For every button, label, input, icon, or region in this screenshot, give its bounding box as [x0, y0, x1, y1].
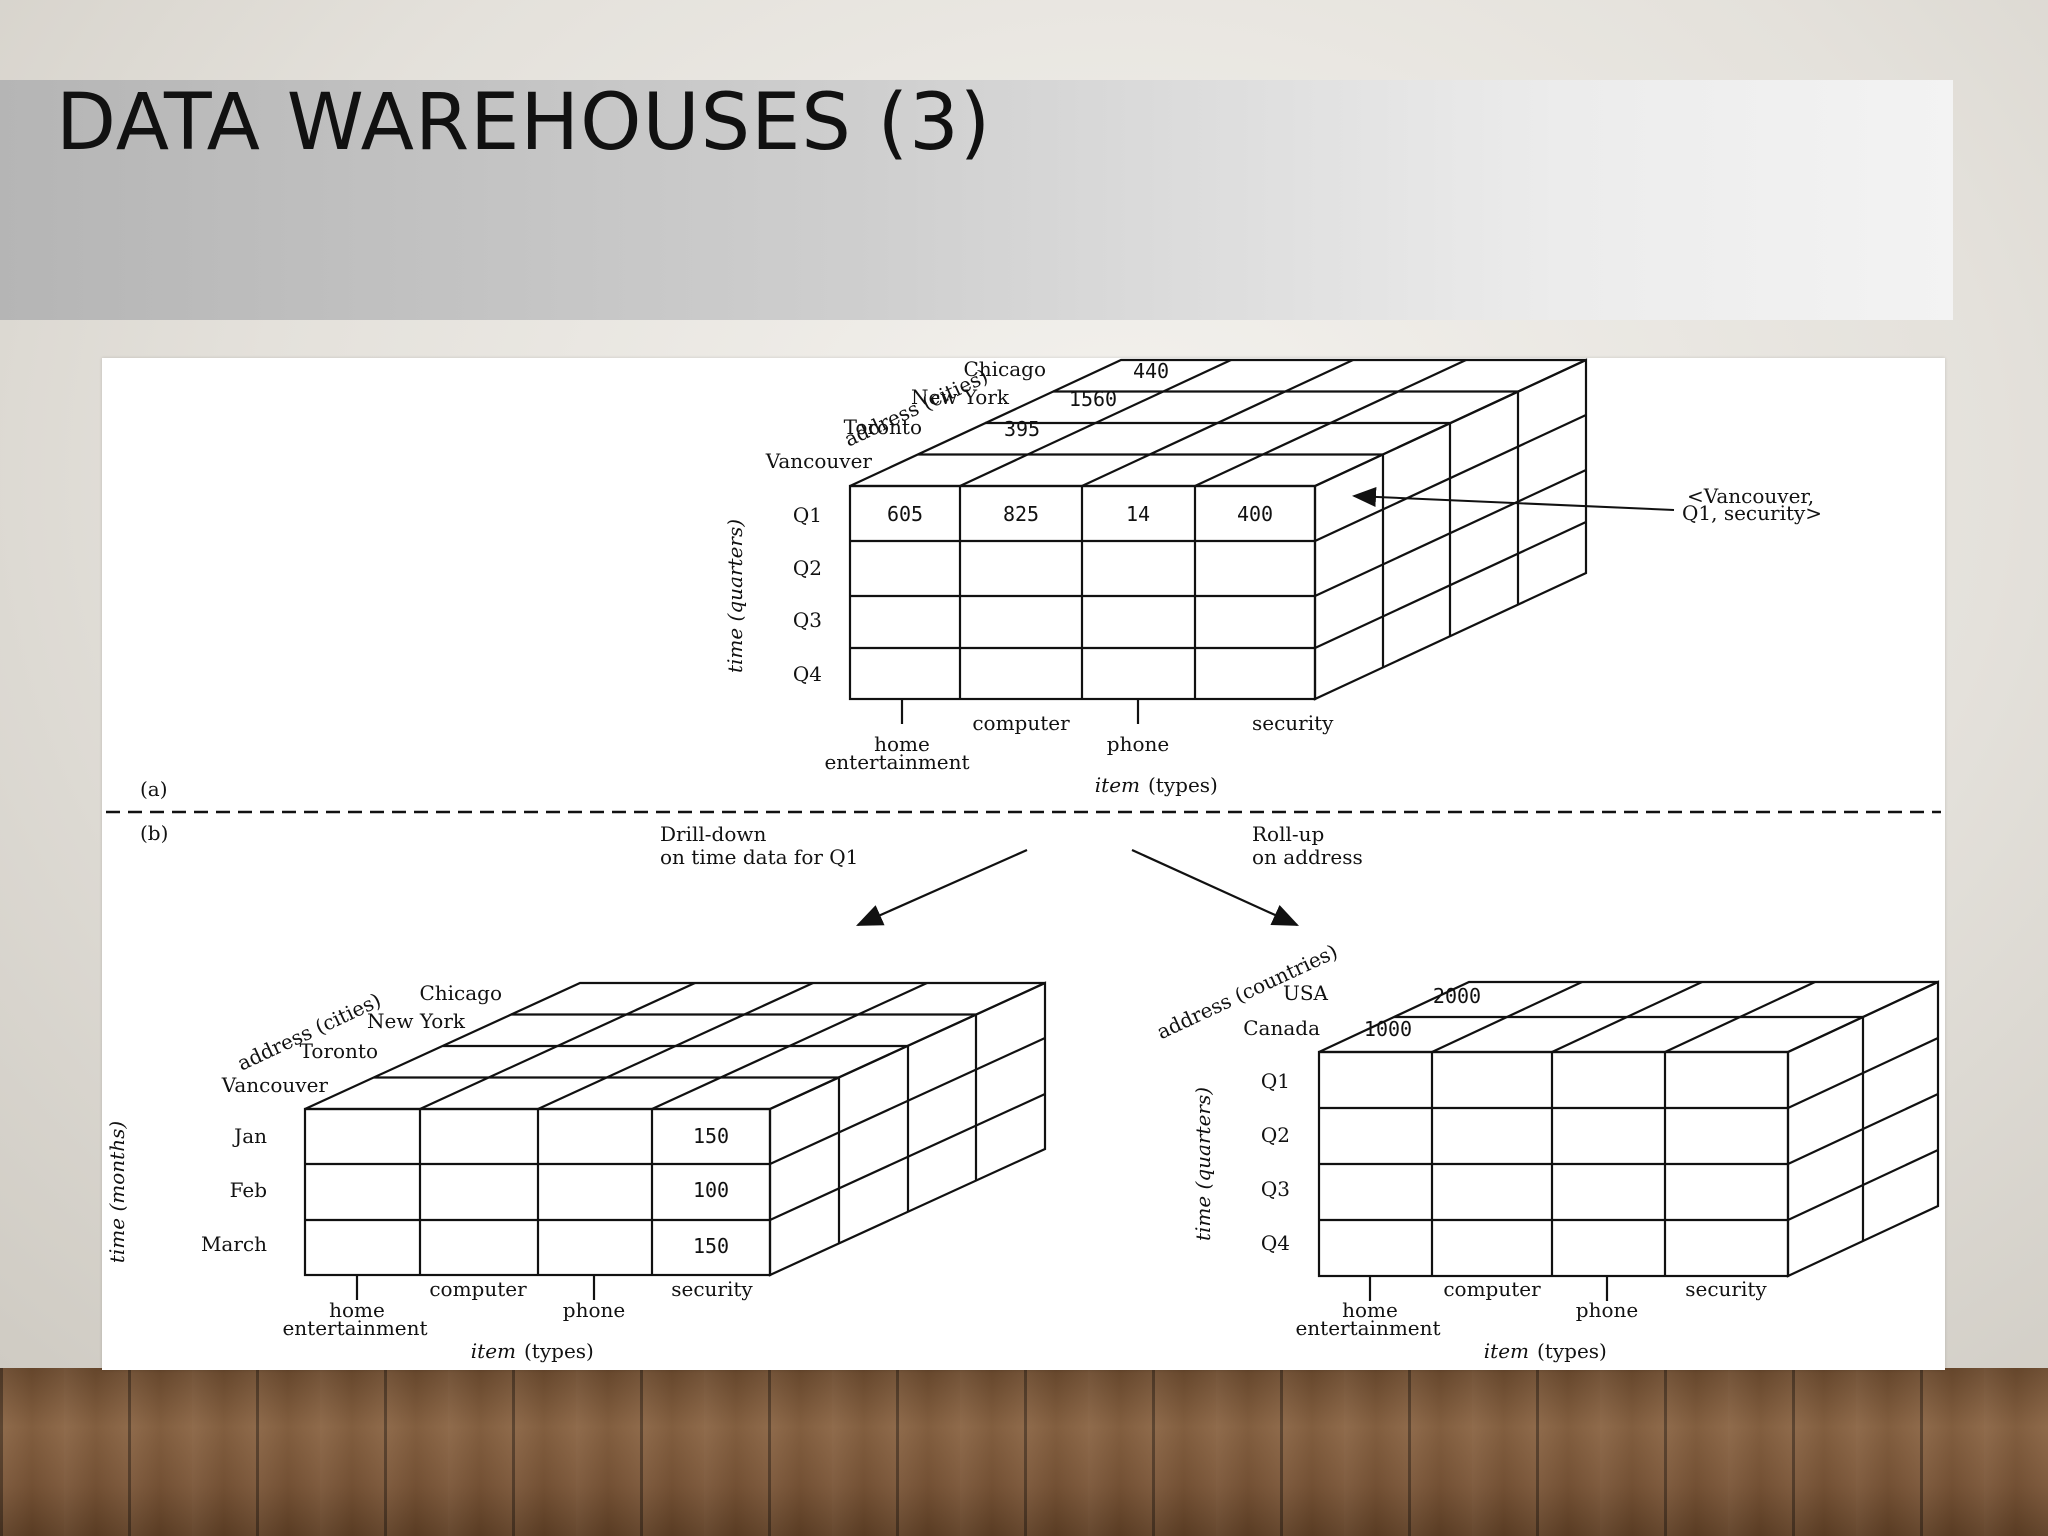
drill-cube-right-grid: [769, 1014, 1046, 1244]
drill-cube-front-grid: [305, 1109, 770, 1275]
drill-item-phone: phone: [563, 1298, 625, 1322]
drill-item-axis-unit: (types): [524, 1339, 594, 1363]
rollup-item-entertainment: entertainment: [1295, 1316, 1440, 1340]
drill-down-label-line2: on time data for Q1: [660, 845, 858, 869]
rollup-cube-front-grid: [1319, 1052, 1788, 1276]
data-cube-figure: address (cities) Chicago New York Toront…: [102, 358, 1945, 1370]
drill-item-computer: computer: [429, 1277, 527, 1301]
roll-up-cube: [1317, 980, 1940, 1301]
drill-city-new-york: New York: [367, 1009, 466, 1033]
main-time-q3: Q3: [793, 608, 822, 632]
main-q1-phone-value: 14: [1126, 502, 1150, 526]
drill-feb-security-value: 100: [693, 1178, 729, 1202]
rollup-time-q1: Q1: [1261, 1069, 1290, 1093]
main-cube: [848, 358, 1588, 724]
rollup-value-canada: 1000: [1364, 1017, 1412, 1041]
drill-item-entertainment: entertainment: [282, 1316, 427, 1340]
drill-down-arrow: [855, 848, 1028, 927]
drill-city-toronto: Toronto: [300, 1039, 378, 1063]
callout-arrow: [1352, 486, 1675, 511]
drill-down-cube: [303, 981, 1047, 1300]
roll-up-arrow: [1131, 848, 1300, 927]
drill-city-chicago: Chicago: [419, 981, 502, 1005]
main-item-entertainment: entertainment: [824, 750, 969, 774]
main-time-q1: Q1: [793, 503, 822, 527]
main-cube-right-face: [1313, 358, 1588, 701]
rollup-item-computer: computer: [1443, 1277, 1541, 1301]
main-q1-computer-value: 825: [1003, 502, 1039, 526]
drill-march-security-value: 150: [693, 1234, 729, 1258]
main-city-toronto: Toronto: [844, 415, 922, 439]
title-band: [0, 80, 1953, 320]
drill-city-vancouver: Vancouver: [221, 1073, 329, 1097]
main-value-new-york: 1560: [1069, 387, 1117, 411]
rollup-time-q3: Q3: [1261, 1177, 1290, 1201]
main-time-axis-label: time (quarters): [723, 519, 747, 673]
main-value-chicago: 440: [1133, 359, 1169, 383]
drill-cube-top-grid: [374, 981, 976, 1111]
main-city-chicago: Chicago: [963, 358, 1046, 381]
rollup-time-axis-label: time (quarters): [1191, 1087, 1215, 1241]
main-value-toronto: 395: [1004, 417, 1040, 441]
rollup-cube-right-face: [1786, 980, 1940, 1278]
main-item-axis-word: item: [1095, 773, 1140, 797]
main-item-phone: phone: [1107, 732, 1169, 756]
main-time-q4: Q4: [793, 662, 822, 686]
drill-time-march: March: [201, 1232, 267, 1256]
drill-item-home: home: [329, 1298, 385, 1322]
main-item-computer: computer: [972, 711, 1070, 735]
panel-b-label: (b): [140, 821, 168, 845]
main-time-q2: Q2: [793, 556, 822, 580]
main-city-vancouver: Vancouver: [765, 449, 873, 473]
roll-up-label-line1: Roll-up: [1252, 822, 1324, 846]
main-item-security: security: [1252, 711, 1334, 735]
drill-jan-security-value: 150: [693, 1124, 729, 1148]
drill-down-label-line1: Drill-down: [660, 822, 767, 846]
rollup-item-axis-unit: (types): [1537, 1339, 1607, 1363]
main-q1-security-value: 400: [1237, 502, 1273, 526]
rollup-item-axis-word: item: [1484, 1339, 1529, 1363]
rollup-time-q4: Q4: [1261, 1231, 1290, 1255]
main-cube-front-grid: [850, 486, 1315, 699]
rollup-item-security: security: [1685, 1277, 1767, 1301]
main-cube-top-grid: [918, 359, 1518, 487]
panel-a-label: (a): [140, 777, 168, 801]
main-city-new-york: New York: [911, 385, 1010, 409]
rollup-item-phone: phone: [1576, 1298, 1638, 1322]
drill-time-feb: Feb: [230, 1178, 267, 1202]
drill-item-axis-word: item: [471, 1339, 516, 1363]
drill-time-jan: Jan: [232, 1124, 267, 1148]
rollup-item-home: home: [1342, 1298, 1398, 1322]
rollup-country-canada: Canada: [1243, 1016, 1320, 1040]
main-q1-home-value: 605: [887, 502, 923, 526]
rollup-country-usa: USA: [1283, 981, 1329, 1005]
main-item-axis-unit: (types): [1148, 773, 1218, 797]
data-cube-diagram: address (cities) Chicago New York Toront…: [105, 358, 1941, 1363]
callout-label-line2: Q1, security>: [1682, 501, 1822, 525]
rollup-cube-right-grid: [1787, 1017, 1939, 1241]
main-cube-right-grid: [1314, 391, 1587, 668]
wooden-floor-background: [0, 1368, 2048, 1536]
rollup-time-q2: Q2: [1261, 1123, 1290, 1147]
rollup-cube-top-grid: [1394, 981, 1863, 1053]
roll-up-label-line2: on address: [1252, 845, 1363, 869]
slide-title: DATA WAREHOUSES (3): [56, 78, 992, 168]
drill-time-axis-label: time (months): [105, 1121, 129, 1263]
main-item-home: home: [874, 732, 930, 756]
rollup-value-usa: 2000: [1433, 984, 1481, 1008]
callout-label-line1: <Vancouver,: [1687, 484, 1814, 508]
drill-item-security: security: [671, 1277, 753, 1301]
